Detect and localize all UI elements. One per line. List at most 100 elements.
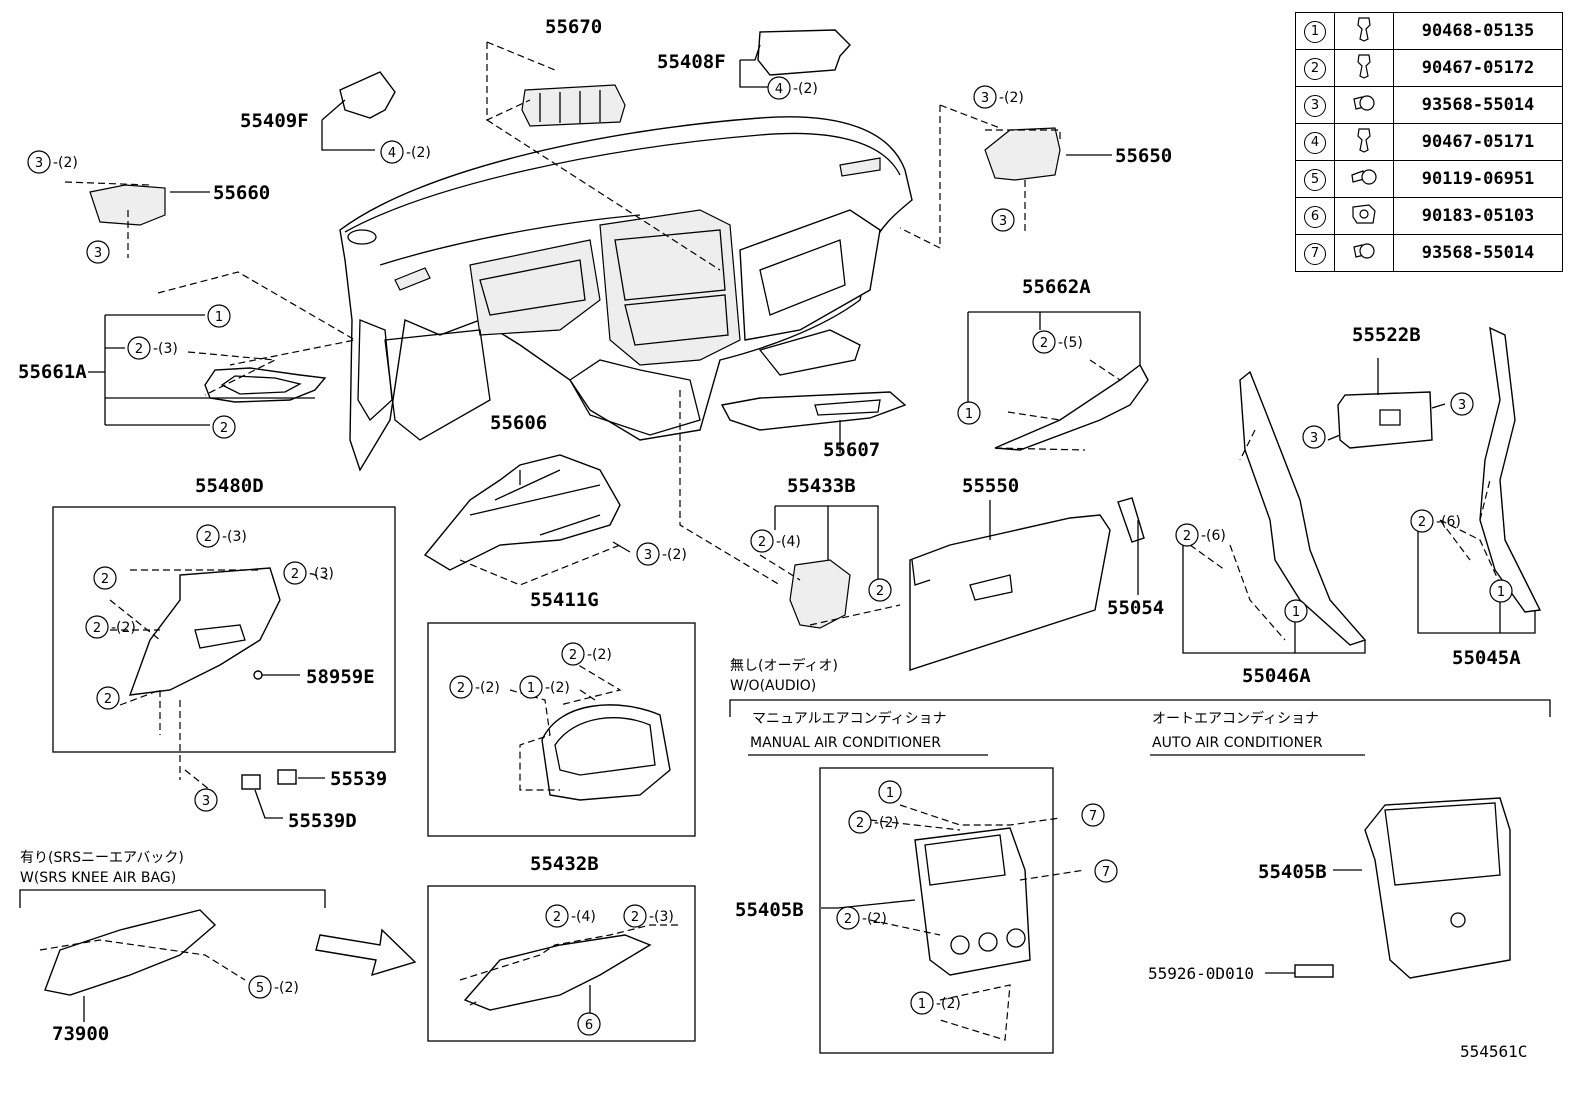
- callout-quantity: -(3): [222, 529, 247, 545]
- callout-circle: [636, 542, 660, 566]
- legend-callout-number: 5: [1304, 168, 1326, 191]
- callout-quantity: -(5): [1058, 335, 1083, 351]
- screw-icon: [1350, 94, 1378, 120]
- callout-quantity: -(2): [662, 547, 687, 563]
- label-55607: 55607: [823, 439, 880, 461]
- part-55670-drawing: [521, 84, 626, 127]
- callout-circle: [848, 810, 872, 834]
- callout-quantity: -(4): [571, 909, 596, 925]
- part-55480D-drawing: [128, 567, 281, 696]
- callout-number: 2: [101, 572, 109, 587]
- label-73900: 73900: [52, 1023, 109, 1045]
- part-55926-drawing: [1294, 964, 1334, 978]
- nut-icon: [1349, 203, 1379, 232]
- label-55054: 55054: [1107, 597, 1164, 619]
- auto-ac-panel-drawing: [1364, 797, 1511, 979]
- callout-quantity: -(2): [475, 680, 500, 696]
- callout-quantity: -(3): [309, 566, 334, 582]
- callout-marker: 3: [991, 208, 1015, 232]
- callout-quantity: -(6): [1201, 528, 1226, 544]
- callout-circle: [561, 642, 585, 666]
- label-55539: 55539: [330, 768, 387, 790]
- callout-number: 1: [527, 681, 535, 696]
- solid-leaders: [83, 44, 1536, 1022]
- callout-marker: 3: [86, 240, 110, 264]
- callout-circle: [868, 578, 892, 602]
- label-55405B-auto: 55405B: [1258, 861, 1327, 883]
- srs-bracket: [19, 889, 326, 908]
- part-55522B-drawing: [1337, 391, 1433, 449]
- callout-circle: [973, 85, 997, 109]
- part-55411G-drawing: [541, 704, 671, 801]
- part-55660-drawing: [89, 184, 166, 226]
- callout-number: 3: [1310, 431, 1318, 446]
- callout-number: 2: [1040, 336, 1048, 351]
- callout-marker: 6: [577, 1012, 601, 1036]
- note-wo-audio-jp: 無し(オーディオ): [730, 657, 838, 674]
- manual-ac-panel-drawing: [914, 827, 1031, 976]
- callout-marker: 2-(4): [750, 529, 801, 553]
- note-auto-ac-jp: オートエアコンディショナ: [1152, 710, 1319, 727]
- label-55433B: 55433B: [787, 475, 856, 497]
- callout-quantity: -(3): [153, 341, 178, 357]
- callout-marker: 7: [1094, 859, 1118, 883]
- legend-callout-number: 7: [1304, 242, 1326, 265]
- callout-number: 2: [93, 621, 101, 636]
- part-73900-drawing: [44, 909, 217, 996]
- callout-number: 3: [999, 214, 1007, 229]
- legend-callout-number: 2: [1304, 57, 1326, 80]
- callout-number: 2: [856, 816, 864, 831]
- callout-circle: [1081, 803, 1105, 827]
- callout-circle: [1175, 523, 1199, 547]
- callout-marker: 4-(2): [380, 140, 431, 164]
- callout-quantity: -(2): [999, 90, 1024, 106]
- callout-quantity: -(2): [793, 81, 818, 97]
- label-55539D: 55539D: [288, 810, 357, 832]
- callout-number: 1: [1292, 605, 1300, 620]
- callout-quantity: -(2): [862, 911, 887, 927]
- callout-marker: 2-(2): [848, 810, 899, 834]
- callout-quantity: -(2): [53, 155, 78, 171]
- callout-marker: 2-(6): [1410, 509, 1461, 533]
- part-58959E-drawing: [253, 670, 263, 680]
- callout-circle: [27, 150, 51, 174]
- legend-part-number: 90467-05172: [1393, 49, 1563, 87]
- callout-number: 2: [204, 530, 212, 545]
- callout-marker: 3-(2): [27, 150, 78, 174]
- callout-marker: 1: [957, 401, 981, 425]
- callout-marker: 3-(2): [973, 85, 1024, 109]
- callout-circle: [207, 304, 231, 328]
- callout-number: 3: [644, 548, 652, 563]
- label-55522B: 55522B: [1352, 324, 1421, 346]
- callout-circle: [836, 906, 860, 930]
- callout-circle: [767, 76, 791, 100]
- callout-circle: [1489, 579, 1513, 603]
- callout-number: 2: [135, 342, 143, 357]
- callout-quantity: -(6): [1436, 514, 1461, 530]
- note-srs-en: W(SRS KNEE AIR BAG): [20, 870, 176, 886]
- callout-quantity: -(2): [274, 980, 299, 996]
- clip-icon: [1352, 127, 1376, 159]
- part-labels: 55670 55408F 55409F 55650 55660 55662A 5…: [18, 16, 1527, 1061]
- group-box-manual-ac: [819, 767, 1054, 1054]
- callout-marker: 3 -(2): [636, 542, 687, 566]
- callout-marker: 1: [1284, 599, 1308, 623]
- part-55409F-drawing: [339, 71, 396, 119]
- callout-marker: 2 -(2): [836, 906, 887, 930]
- label-55660: 55660: [213, 182, 270, 204]
- callout-circle: [449, 675, 473, 699]
- callout-number: 2: [844, 912, 852, 927]
- part-55432B-drawing: [463, 934, 652, 1011]
- note-manual-ac-jp: マニュアルエアコンディショナ: [752, 710, 947, 727]
- label-55661A: 55661A: [18, 361, 87, 383]
- callout-circle: [750, 529, 774, 553]
- callout-marker: 2 -(5): [1032, 330, 1083, 354]
- label-55411G: 55411G: [530, 589, 599, 611]
- label-55670: 55670: [545, 16, 602, 38]
- callout-number: 1: [965, 407, 973, 422]
- callout-circle: [1032, 330, 1056, 354]
- callout-circle: [283, 561, 307, 585]
